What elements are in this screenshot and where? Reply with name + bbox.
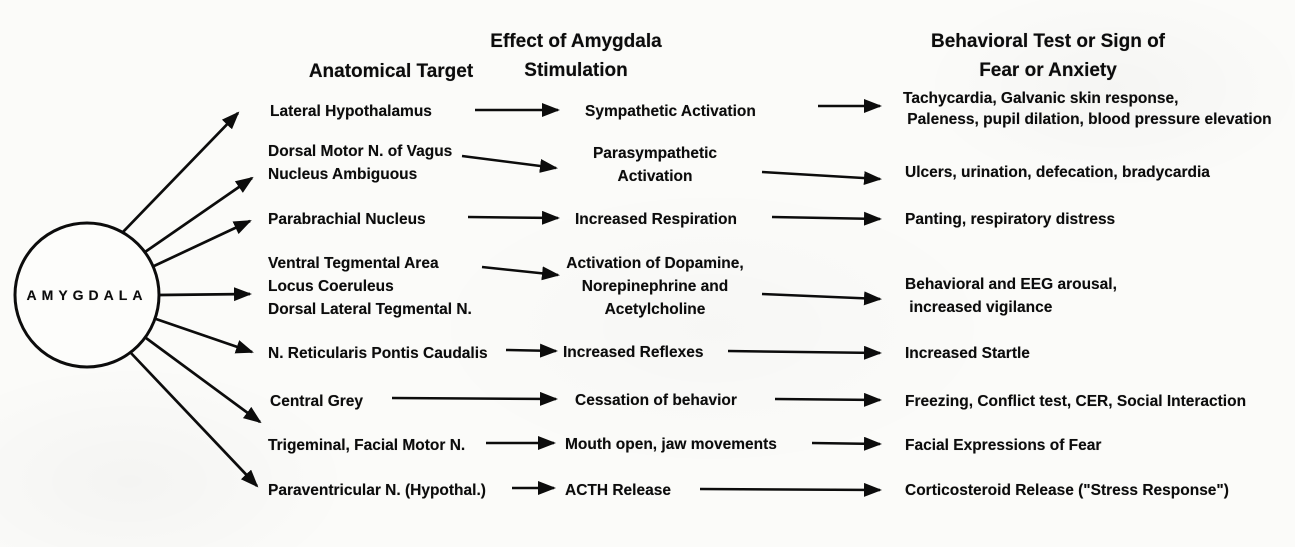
header-behavior: Behavioral Test or Sign of Fear or Anxiet… bbox=[908, 27, 1188, 85]
r6-effect: Cessation of behavior bbox=[575, 392, 737, 409]
arrow-r5-effect-behavior bbox=[727, 345, 882, 360]
r7-target: Trigeminal, Facial Motor N. bbox=[268, 437, 466, 454]
arrow-amygdala-to-locus-coeruleus bbox=[159, 287, 252, 302]
r6-target: Central Grey bbox=[270, 393, 364, 410]
arrow-r7-effect-behavior bbox=[811, 436, 882, 451]
arrow-r6-target-effect bbox=[391, 391, 558, 406]
r5-effect: Increased Reflexes bbox=[563, 344, 704, 361]
r1-behavior: Tachycardia, Galvanic skin response, Pal… bbox=[903, 88, 1272, 130]
r5-behavior: Increased Startle bbox=[905, 345, 1030, 362]
arrow-r6-effect-behavior bbox=[774, 392, 882, 407]
arrow-amygdala-to-n-reticularis bbox=[155, 317, 254, 354]
header-behavior-line1: Behavioral Test or Sign of bbox=[930, 31, 1166, 52]
header-behavior-line2: Fear or Anxiety bbox=[979, 60, 1117, 81]
arrow-amygdala-to-paraventricular bbox=[129, 351, 259, 488]
r4-effect-line1: Activation of Dopamine, bbox=[566, 255, 744, 272]
arrow-amygdala-to-lateral-hypothalamus bbox=[121, 111, 240, 234]
r4-target-line1: Ventral Tegmental Area bbox=[268, 255, 439, 272]
r3-effect: Increased Respiration bbox=[575, 211, 737, 228]
r2-effect-line2: Activation bbox=[617, 168, 693, 185]
r5-target: N. Reticularis Pontis Caudalis bbox=[268, 345, 488, 362]
amygdala-fan-arrows bbox=[121, 111, 262, 488]
amygdala-node-label: AMYGDALA bbox=[26, 287, 148, 303]
amygdala-node-circle bbox=[13, 221, 161, 369]
r4-effect-line3: Acetylcholine bbox=[604, 301, 706, 318]
r4-target-line3: Dorsal Lateral Tegmental N. bbox=[268, 301, 472, 318]
r7-effect: Mouth open, jaw movements bbox=[565, 436, 777, 453]
r1-behavior-line2: Paleness, pupil dilation, blood pressure… bbox=[903, 111, 1272, 128]
header-anatomical-target: Anatomical Target bbox=[308, 61, 474, 82]
r2-target-line2: Nucleus Ambiguous bbox=[268, 166, 418, 183]
arrow-r4-target-effect bbox=[481, 265, 560, 281]
arrow-r3-effect-behavior bbox=[771, 211, 882, 226]
r4-behavior-line1: Behavioral and EEG arousal, bbox=[905, 276, 1117, 293]
arrow-r4-effect-behavior bbox=[761, 291, 882, 306]
arrow-amygdala-to-central-grey bbox=[145, 336, 262, 424]
r7-behavior: Facial Expressions of Fear bbox=[905, 437, 1102, 454]
arrow-r5-target-effect bbox=[505, 343, 558, 358]
arrow-amygdala-to-parabrachial bbox=[153, 219, 252, 268]
r4-behavior-line2: increased vigilance bbox=[905, 299, 1053, 316]
r2-behavior: Ulcers, urination, defecation, bradycard… bbox=[905, 164, 1210, 181]
arrow-r3-target-effect bbox=[467, 210, 560, 225]
r1-effect: Sympathetic Activation bbox=[585, 103, 756, 120]
r8-effect: ACTH Release bbox=[565, 482, 671, 499]
r8-behavior: Corticosteroid Release ("Stress Response… bbox=[905, 482, 1229, 499]
arrow-amygdala-to-nucleus-ambiguous bbox=[144, 176, 254, 254]
r8-target: Paraventricular N. (Hypothal.) bbox=[268, 482, 486, 499]
arrow-r2-target-effect bbox=[461, 154, 558, 173]
header-effect-line2: Stimulation bbox=[524, 60, 628, 81]
r1-behavior-line1: Tachycardia, Galvanic skin response, bbox=[903, 90, 1179, 107]
arrow-r8-effect-behavior bbox=[699, 482, 882, 497]
r2-target-line1: Dorsal Motor N. of Vagus bbox=[268, 143, 453, 160]
r4-effect-line2: Norepinephrine and bbox=[581, 278, 729, 295]
r4-target-line2: Locus Coeruleus bbox=[268, 278, 394, 295]
r6-behavior: Freezing, Conflict test, CER, Social Int… bbox=[905, 393, 1247, 410]
r4-effect: Activation of Dopamine, Norepinephrine an… bbox=[545, 252, 765, 321]
header-effect-line1: Effect of Amygdala bbox=[490, 31, 662, 52]
r3-target: Parabrachial Nucleus bbox=[268, 211, 426, 228]
r4-behavior: Behavioral and EEG arousal, increased vi… bbox=[905, 273, 1117, 319]
r3-behavior: Panting, respiratory distress bbox=[905, 211, 1116, 228]
row-connector-arrows bbox=[391, 99, 882, 497]
r1-target: Lateral Hypothalamus bbox=[270, 103, 432, 120]
r2-effect-line1: Parasympathetic bbox=[592, 145, 718, 162]
arrow-r2-effect-behavior bbox=[761, 170, 882, 186]
